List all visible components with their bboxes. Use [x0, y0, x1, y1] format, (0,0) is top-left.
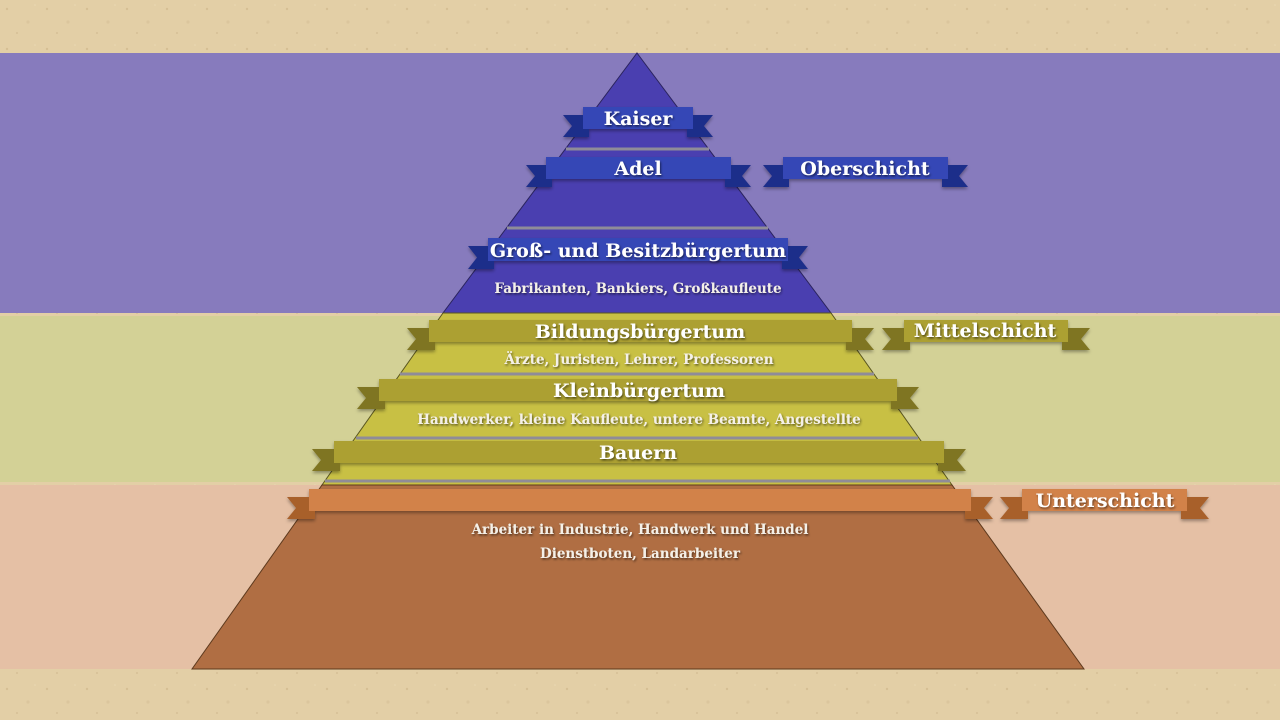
- ribbon-bauern: [312, 441, 966, 471]
- ribbon-kaiser: [563, 107, 713, 137]
- sub-kleinbuergertum: Handwerker, kleine Kaufleute, untere Bea…: [417, 412, 861, 428]
- sub-arbeiter-line2: Dienstboten, Landarbeiter: [540, 546, 741, 562]
- pyramid-dividers: [325, 147, 950, 483]
- pyramid-lower-section: [191, 484, 1085, 670]
- ribbon-mittelschicht: [882, 320, 1090, 350]
- label-kaiser: Kaiser: [604, 108, 674, 130]
- sub-bildungsbuergertum: Ärzte, Juristen, Lehrer, Professoren: [503, 352, 773, 368]
- label-unterschicht: Unterschicht: [1036, 490, 1175, 512]
- ribbon-unterschicht: [1000, 489, 1209, 519]
- label-mittelschicht: Mittelschicht: [914, 320, 1057, 342]
- ribbon-grossbuergertum: [468, 238, 808, 269]
- label-adel: Adel: [613, 158, 661, 180]
- label-bauern: Bauern: [599, 442, 677, 464]
- label-oberschicht: Oberschicht: [800, 158, 930, 180]
- ribbon-kleinbuergertum: [357, 379, 919, 409]
- label-kleinbuergertum: Kleinbürgertum: [553, 380, 725, 402]
- ribbon-arbeiter: [287, 489, 993, 519]
- label-bildungsbuergertum: Bildungsbürgertum: [535, 321, 746, 343]
- ribbon-adel: [526, 157, 751, 187]
- ribbon-oberschicht: [763, 157, 968, 187]
- sub-arbeiter-line1: Arbeiter in Industrie, Handwerk und Hand…: [471, 522, 809, 538]
- ribbon-bildungsbuergertum: [407, 320, 874, 350]
- label-grossbuergertum: Groß- und Besitzbürgertum: [490, 240, 786, 262]
- sub-grossbuergertum: Fabrikanten, Bankiers, Großkaufleute: [494, 281, 781, 297]
